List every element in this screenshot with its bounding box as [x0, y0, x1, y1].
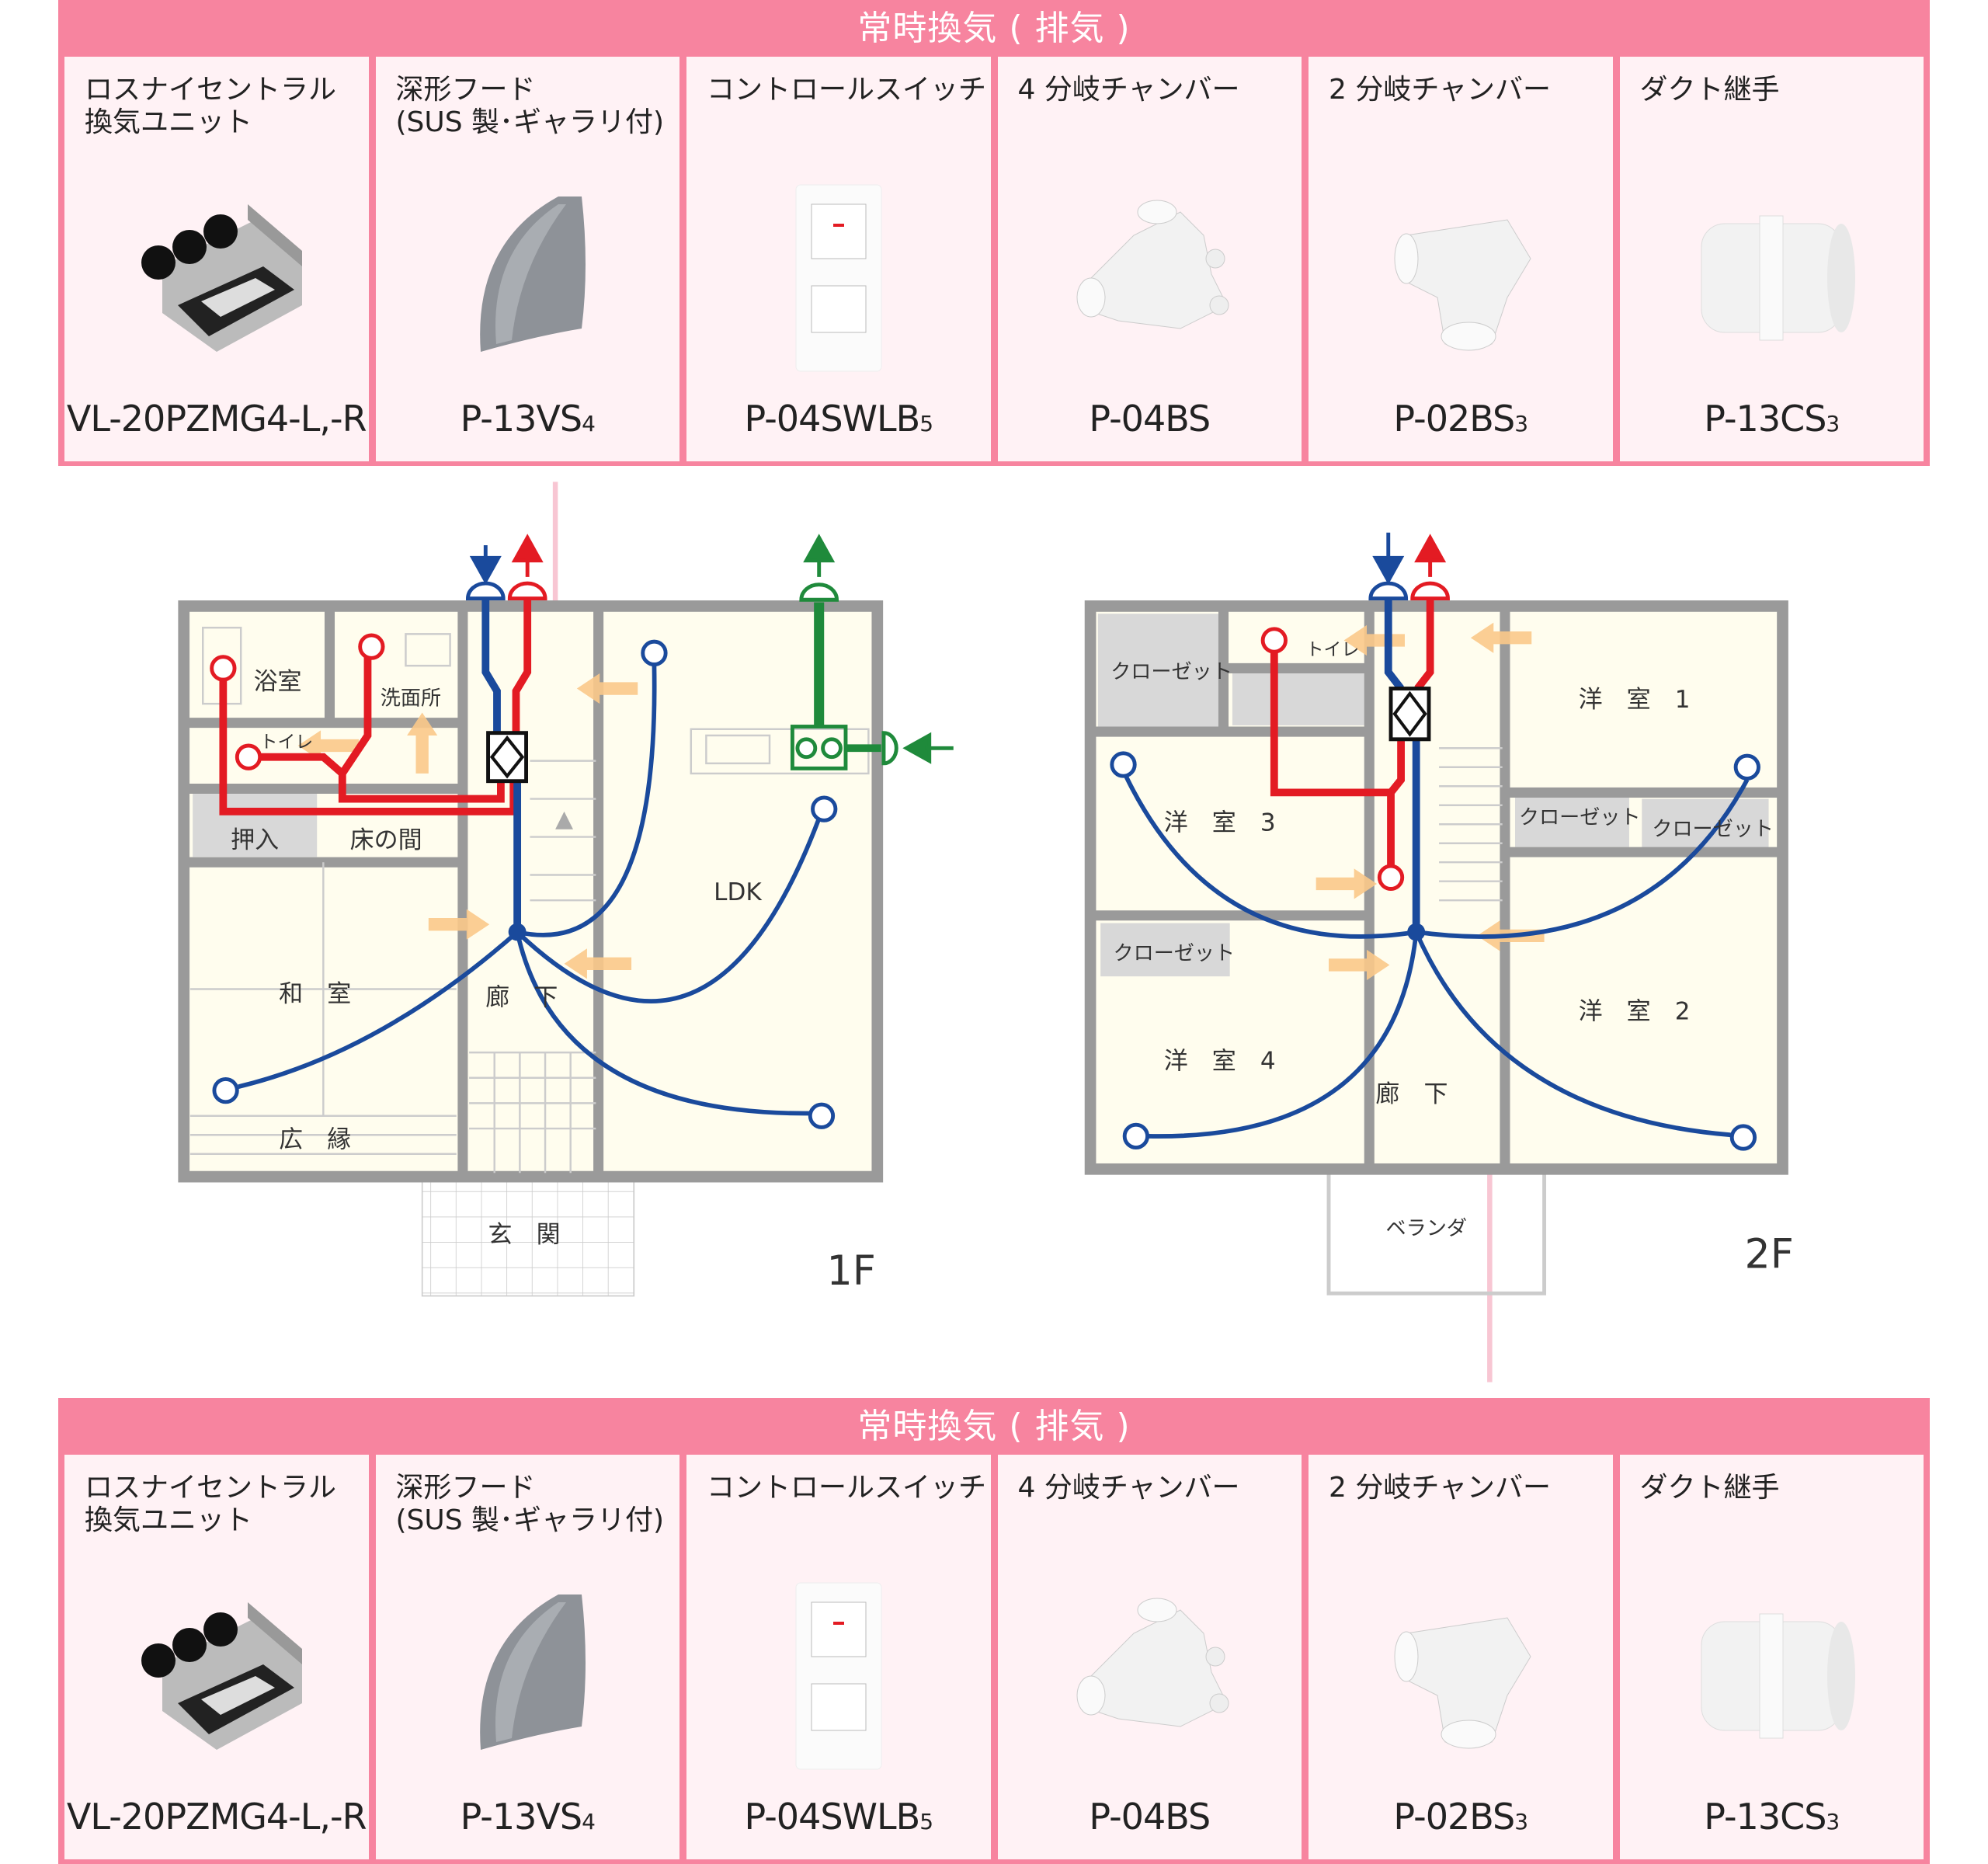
product-model: VL-20PZMG4-L,-R [66, 1796, 367, 1838]
product-model: P-04SWLB5 [744, 1796, 933, 1838]
product-card: 深形フード (SUS 製･ギャラリ付) P-13VS4 [375, 1455, 679, 1859]
product-name: 4 分岐チャンバー [1017, 1472, 1240, 1504]
room-label-closet: クローゼット [1652, 818, 1774, 841]
product-card: 4 分岐チャンバー P-04BS [997, 57, 1302, 461]
panel-banner: 常時換気 ( 排気 ) [857, 1407, 1131, 1446]
room-label-hallway: 廊 下 [485, 984, 558, 1012]
product-name: 深形フード (SUS 製･ギャラリ付) [395, 1472, 665, 1536]
room-label-toilet: トイレ [260, 732, 314, 753]
duct-joint-icon [1701, 215, 1856, 341]
product-name: 4 分岐チャンバー [1017, 74, 1240, 106]
product-name: コントロールスイッチ [707, 1472, 987, 1504]
room-label-alcove: 床の間 [350, 826, 422, 854]
hood-icon [480, 196, 586, 352]
product-model: P-02BS3 [1393, 1796, 1528, 1838]
product-model: P-13CS3 [1704, 1796, 1840, 1838]
room-label-hallway: 廊 下 [1375, 1080, 1448, 1108]
product-model: VL-20PZMG4-L,-R [66, 398, 367, 440]
product-card: 2 分岐チャンバー P-02BS3 [1309, 57, 1613, 461]
4-branch-chamber-icon [1076, 1598, 1229, 1727]
product-card: 深形フード (SUS 製･ギャラリ付) P-13VS4 [375, 57, 679, 461]
room-label-japanese-room: 和 室 [279, 980, 351, 1008]
product-card: コントロールスイッチ P-04SWLB5 [686, 1455, 991, 1859]
room-label-entrance: 玄 関 [488, 1221, 561, 1249]
product-panel-bottom: 常時換気 ( 排気 ) ロスナイセントラル 換気ユニット VL-20PZMG4-L… [58, 1398, 1930, 1864]
product-name: 深形フード (SUS 製･ギャラリ付) [395, 74, 665, 138]
product-name: ロスナイセントラル 換気ユニット [85, 1472, 337, 1536]
floor-label-1f: 1F [826, 1248, 875, 1295]
room-label-closet: クローゼット [1113, 942, 1235, 965]
hood-icon [480, 1594, 586, 1750]
control-switch-icon [795, 184, 882, 372]
product-model: P-13VS4 [460, 1796, 596, 1838]
product-model: P-02BS3 [1393, 398, 1528, 440]
product-panel-top: 常時換気 ( 排気 ) ロスナイセントラル 換気ユニット VL-20PZMG4-L… [58, 0, 1930, 466]
product-name: 2 分岐チャンバー [1329, 74, 1551, 106]
room-label-veranda: 広 縁 [279, 1126, 351, 1154]
floor-label-2f: 2F [1745, 1232, 1794, 1278]
room-label-closet: クローゼット [1519, 806, 1641, 829]
product-card: 4 分岐チャンバー P-04BS [997, 1455, 1302, 1859]
room-label-toilet: トイレ [1306, 640, 1360, 660]
product-model: P-04BS [1089, 1796, 1211, 1838]
product-card: 2 分岐チャンバー P-02BS3 [1309, 1455, 1613, 1859]
ventilation-unit-icon [141, 1602, 302, 1750]
room-label-closet: 押入 [231, 826, 279, 854]
product-model: P-13VS4 [460, 398, 596, 440]
room-label-room3: 洋 室 3 [1164, 809, 1276, 836]
product-card: ダクト継手 P-13CS3 [1619, 1455, 1924, 1859]
product-card: ダクト継手 P-13CS3 [1619, 57, 1924, 461]
control-switch-icon [795, 1582, 882, 1770]
room-label-room1: 洋 室 1 [1579, 686, 1691, 714]
product-name: ダクト継手 [1639, 74, 1780, 106]
product-card: ロスナイセントラル 換気ユニット VL-20PZMG4-L,-R [64, 57, 369, 461]
room-label-bath: 浴室 [254, 668, 302, 696]
room-label-washroom: 洗面所 [381, 687, 441, 711]
duct-joint-icon [1701, 1613, 1856, 1739]
4-branch-chamber-icon [1076, 200, 1229, 329]
floor-plan-2f: クローゼット トイレ 洋 室 1 洋 室 3 クローゼット クローゼット クロー… [1084, 532, 1794, 1295]
panel-banner: 常時換気 ( 排気 ) [857, 9, 1131, 48]
room-label-balcony: ベランダ [1385, 1217, 1466, 1240]
product-name: 2 分岐チャンバー [1329, 1472, 1551, 1504]
product-model: P-04SWLB5 [744, 398, 933, 440]
product-name: コントロールスイッチ [707, 74, 987, 106]
room-label-room4: 洋 室 4 [1164, 1047, 1276, 1075]
ventilation-unit-icon [141, 204, 302, 352]
product-card: ロスナイセントラル 換気ユニット VL-20PZMG4-L,-R [64, 1455, 369, 1859]
floor-plan-1f: 浴室 洗面所 トイレ 押入 床の間 和 室 廊 下 LDK 広 縁 玄 関 1F [178, 534, 954, 1297]
2-branch-chamber-icon [1394, 1617, 1531, 1749]
product-model: P-04BS [1089, 398, 1211, 440]
product-name: ロスナイセントラル 換気ユニット [85, 74, 337, 138]
product-card: コントロールスイッチ P-04SWLB5 [686, 57, 991, 461]
2-branch-chamber-icon [1394, 219, 1531, 351]
room-label-room2: 洋 室 2 [1579, 998, 1691, 1026]
product-model: P-13CS3 [1704, 398, 1840, 440]
room-label-ldk: LDK [714, 878, 762, 906]
product-name: ダクト継手 [1639, 1472, 1780, 1504]
room-label-closet: クローゼット [1110, 660, 1232, 683]
